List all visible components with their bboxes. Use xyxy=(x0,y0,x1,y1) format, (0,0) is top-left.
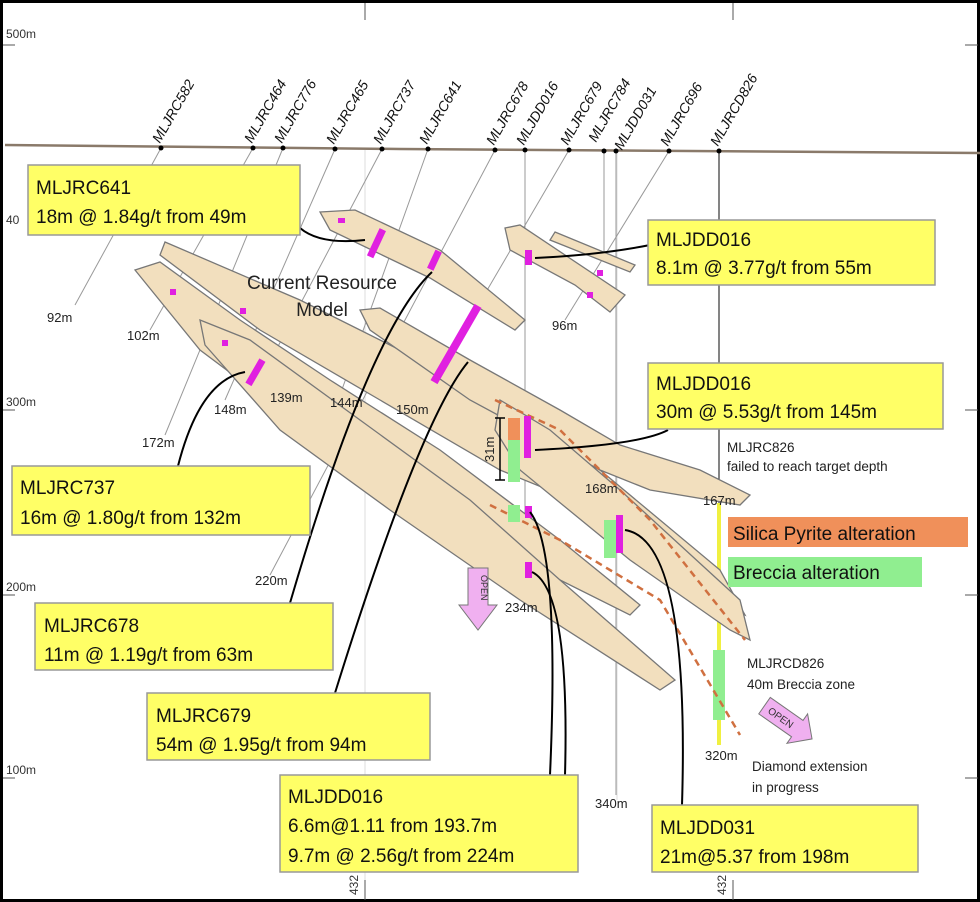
svg-text:MLJRC678: MLJRC678 xyxy=(44,616,139,637)
callout-mljdd016-multi: MLJDD016 6.6m@1.11 from 193.7m 9.7m @ 2.56… xyxy=(279,774,579,873)
svg-text:MLJRC641: MLJRC641 xyxy=(36,178,131,199)
topographic-surface xyxy=(4,143,980,155)
svg-text:MLJDD016: MLJDD016 xyxy=(656,230,751,251)
legend-silica: Silica Pyrite alteration xyxy=(733,524,916,545)
open-arrow-icon: OPEN xyxy=(457,567,499,631)
note: 40m Breccia zone xyxy=(747,677,855,692)
axis: 500m 40 300m 200m 100m 432 432 xyxy=(3,3,978,900)
elev-500: 500m xyxy=(6,27,36,41)
svg-text:MLJRC679: MLJRC679 xyxy=(156,706,251,727)
depth-label: 148m xyxy=(214,402,247,417)
resource-model xyxy=(133,209,752,691)
resource-label: Current Resource xyxy=(247,273,397,294)
legend-swatch-breccia xyxy=(728,557,922,587)
depth-label: 172m xyxy=(142,435,175,450)
depth-label: 340m xyxy=(595,796,628,811)
note: MLJRC826 xyxy=(727,440,795,455)
svg-text:MLJDD031: MLJDD031 xyxy=(660,818,755,839)
svg-text:MLJDD016: MLJDD016 xyxy=(288,787,383,808)
resource-label: Model xyxy=(296,300,348,321)
callout-mljrc737: MLJRC737 16m @ 1.80g/t from 132m xyxy=(11,465,311,536)
callout-mljrc679: MLJRC679 54m @ 1.95g/t from 94m xyxy=(146,692,431,761)
svg-text:9.7m @ 2.56g/t from 224m: 9.7m @ 2.56g/t from 224m xyxy=(288,846,514,867)
note: MLJRCD826 xyxy=(747,656,824,671)
depth-label: 167m xyxy=(703,493,736,508)
svg-text:MLJRC737: MLJRC737 xyxy=(20,478,115,499)
svg-text:30m @ 5.53g/t from 145m: 30m @ 5.53g/t from 145m xyxy=(656,402,877,423)
svg-text:6.6m@1.11 from 193.7m: 6.6m@1.11 from 193.7m xyxy=(288,816,497,837)
svg-text:8.1m @ 3.77g/t from 55m: 8.1m @ 3.77g/t from 55m xyxy=(656,258,872,279)
depth-label: 320m xyxy=(705,748,738,763)
depth-label: 220m xyxy=(255,573,288,588)
svg-text:21m@5.37 from 198m: 21m@5.37 from 198m xyxy=(660,847,849,868)
depth-label: 31m xyxy=(482,437,497,462)
fault-line xyxy=(494,398,746,641)
legend-swatch-silica xyxy=(728,517,968,547)
note: Diamond extension xyxy=(752,759,868,774)
svg-text:18m @ 1.84g/t from 49m: 18m @ 1.84g/t from 49m xyxy=(36,207,246,228)
elev-300: 300m xyxy=(6,395,36,409)
depth-labels: 92m 102m 172m 148m 139m 144m 150m 96m 22… xyxy=(47,310,738,811)
easting-432a: 432 xyxy=(347,875,361,895)
depth-label: 234m xyxy=(505,600,538,615)
depth-label: 144m xyxy=(330,395,363,410)
depth-label: 139m xyxy=(270,390,303,405)
depth-label: 150m xyxy=(396,402,429,417)
depth-label: 168m xyxy=(585,481,618,496)
svg-text:11m @ 1.19g/t from 63m: 11m @ 1.19g/t from 63m xyxy=(44,645,253,666)
callout-mljrc641: MLJRC641 18m @ 1.84g/t from 49m xyxy=(27,164,301,236)
note: failed to reach target depth xyxy=(727,459,888,474)
legend: Silica Pyrite alteration Breccia alterat… xyxy=(728,517,968,587)
depth-label: 92m xyxy=(47,310,72,325)
callout-mljdd031: MLJDD031 21m@5.37 from 198m xyxy=(651,804,919,873)
svg-text:MLJDD016: MLJDD016 xyxy=(656,374,751,395)
svg-text:16m @ 1.80g/t from 132m: 16m @ 1.80g/t from 132m xyxy=(20,508,241,529)
easting-432b: 432 xyxy=(715,875,729,895)
callout-arrows xyxy=(177,227,684,806)
elev-100: 100m xyxy=(6,763,36,777)
depth-label: 102m xyxy=(127,328,160,343)
callout-mljdd016-145m: MLJDD016 30m @ 5.53g/t from 145m xyxy=(647,362,944,430)
callout-mljdd016-55m: MLJDD016 8.1m @ 3.77g/t from 55m xyxy=(647,219,936,286)
legend-breccia: Breccia alteration xyxy=(733,563,880,584)
callout-mljrc678: MLJRC678 11m @ 1.19g/t from 63m xyxy=(34,602,334,671)
depth-label: 96m xyxy=(552,318,577,333)
fault-line xyxy=(489,503,742,736)
svg-text:54m @ 1.95g/t from 94m: 54m @ 1.95g/t from 94m xyxy=(156,735,366,756)
note: in progress xyxy=(752,780,819,795)
elev-200: 200m xyxy=(6,580,36,594)
svg-text:OPEN: OPEN xyxy=(479,575,489,601)
intercepts xyxy=(170,218,623,578)
elev-400: 40 xyxy=(6,213,20,227)
